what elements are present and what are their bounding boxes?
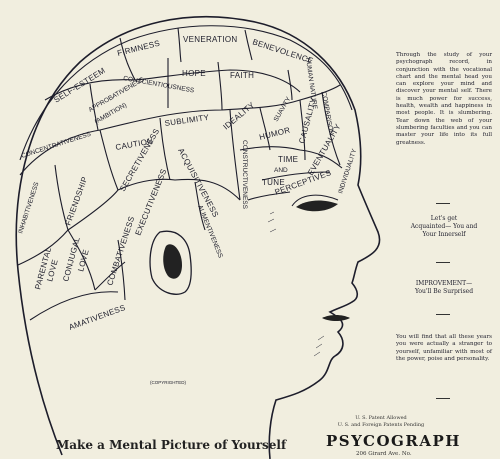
region-time: TIME — [278, 155, 298, 164]
region-tune: TUNE — [262, 178, 285, 187]
region-veneration: VENERATION — [183, 35, 237, 44]
region-individuality: INDIVIDUALITY — [337, 148, 358, 195]
stranger-text: You will find that all these years you w… — [396, 334, 492, 363]
intro-text: Through the study of your psychograph re… — [396, 52, 492, 147]
divider-3 — [436, 314, 450, 315]
region-faith: FAITH — [230, 71, 254, 80]
eye — [291, 194, 339, 212]
region-suavity: SUAVITY — [273, 95, 293, 123]
region-humor: HUMOR — [258, 126, 291, 142]
divider-1 — [436, 203, 450, 204]
acquainted-line-1: Let's get — [430, 215, 458, 222]
patent-line-1: U. S. Patent Allowed — [355, 415, 407, 421]
region-ideality: IDEALITY — [222, 100, 257, 132]
intro-paragraph: Through the study of your psychograph re… — [396, 52, 492, 146]
acquainted-block: Let's get Acquainted— You and Your Inner… — [396, 215, 492, 239]
region-inhabitiveness: INHABITIVENESS — [17, 181, 40, 235]
region-sublimity: SUBLIMITY — [164, 113, 210, 128]
mouth — [322, 315, 350, 321]
region-firmness: FIRMNESS — [116, 39, 161, 58]
region-and: AND — [274, 167, 288, 174]
improvement-line-1: IMPROVEMENT— — [415, 280, 473, 287]
region-concentrativeness: CONCENTRATIVENESS — [20, 131, 92, 160]
divider-2 — [436, 262, 450, 263]
copyright-mark: (COPYRIGHTED) — [150, 380, 187, 385]
brand-name: PSYCOGRAPH — [326, 432, 461, 450]
region-dividers — [17, 25, 353, 321]
head-outline — [15, 16, 381, 459]
acquainted-line-2: Acquainted— You and — [410, 223, 478, 230]
stranger-paragraph: You will find that all these years you w… — [396, 334, 492, 362]
patent-line-2: U. S. and Foreign Patents Pending — [337, 422, 425, 428]
divider-4 — [436, 398, 450, 399]
shading — [267, 211, 325, 357]
region-friendship: FRIENDSHIP — [63, 175, 89, 226]
acquainted-line-3: Your Innerself — [422, 231, 466, 238]
region-eventuality: EVENTUALITY — [306, 122, 343, 177]
improvement-block: IMPROVEMENT— You'll Be Surprised — [396, 280, 492, 296]
region-combativeness: COMBATIVENESS — [105, 215, 136, 286]
region-amativeness: AMATIVENESS — [68, 303, 127, 332]
caption: Make a Mental Picture of Yourself — [56, 438, 287, 452]
region-constructiveness: CONSTRUCTIVENESS — [241, 140, 248, 210]
patent-notice: U. S. Patent Allowed U. S. and Foreign P… — [326, 415, 436, 429]
region-hope: HOPE — [182, 69, 206, 78]
brand-address: 206 Girard Ave. No. — [356, 451, 412, 457]
region-executiveness: EXECUTIVENESS — [134, 168, 169, 237]
ear — [149, 230, 192, 295]
improvement-line-2: You'll Be Surprised — [414, 288, 474, 295]
